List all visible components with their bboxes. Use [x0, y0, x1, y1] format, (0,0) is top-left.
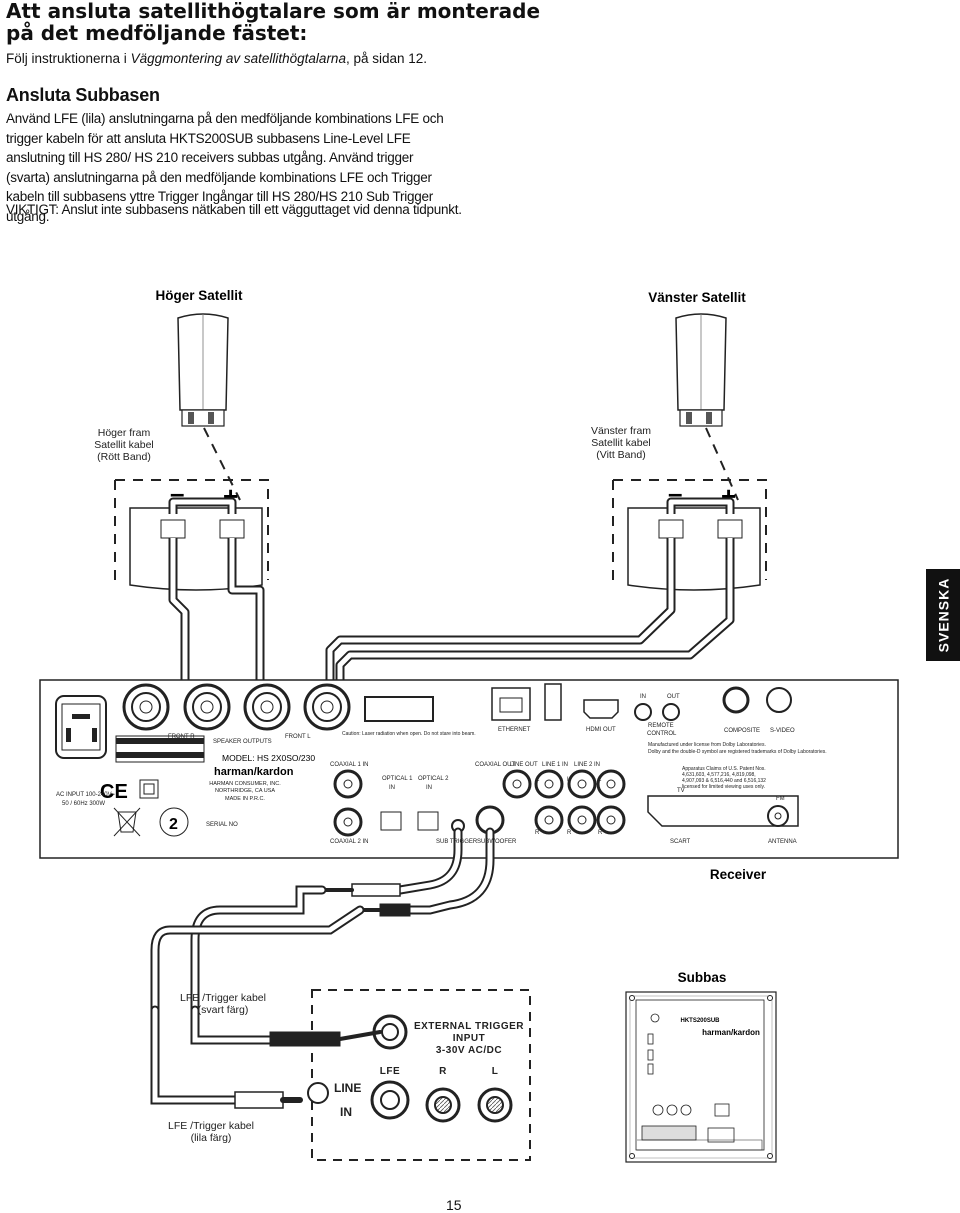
line-out-label: LINE OUT	[510, 762, 538, 768]
trigger-label-1: EXTERNAL TRIGGER	[414, 1021, 524, 1032]
intro-text: Följ instruktionerna i Väggmontering av …	[6, 51, 427, 66]
intro-link-reference: Väggmontering av satellithögtalarna	[130, 51, 346, 66]
title-line-2: på det medföljande fästet:	[6, 21, 308, 45]
line2-l-label: L	[567, 777, 571, 783]
purple-cable-line-2: (lila färg)	[191, 1132, 232, 1144]
line3-r-label: R	[598, 830, 603, 836]
purple-cable-line-1: LFE /Trigger kabel	[168, 1120, 254, 1132]
trigger-label-2: INPUT	[453, 1033, 486, 1044]
svideo-label: S-VIDEO	[770, 728, 795, 734]
optical2-in: IN	[426, 785, 432, 791]
subwoofer-out-label: SUBWOOFER	[477, 839, 517, 845]
svg-text:CE: CE	[100, 781, 128, 803]
subwoofer-label: Subbas	[678, 970, 727, 985]
line3-l-label: L	[598, 777, 602, 783]
line1-label: LINE 1 IN	[542, 762, 568, 768]
line1-l-label: L	[536, 777, 540, 783]
coaxial2-label: COAXIAL 2 IN	[330, 839, 368, 845]
serial-label: SERIAL NO	[206, 822, 238, 828]
subwoofer-back-panel	[625, 991, 777, 1163]
optical2-label: OPTICAL 2	[418, 776, 449, 782]
patent-line-4: licensed for limited viewing uses only.	[682, 784, 765, 790]
optical1-in: IN	[389, 785, 395, 791]
sub-model-label: HKTS200SUB	[680, 1018, 720, 1024]
fm-label: FM	[776, 796, 785, 802]
dolby-line-1: Manufactured under license from Dolby La…	[648, 742, 766, 748]
model-label: MODEL: HS 2X0SO/230	[222, 753, 315, 763]
sub-trigger-label: SUB TRIGGER	[436, 839, 478, 845]
patent-line-2: 4,631,603, 4,577,216, 4,819,098,	[682, 772, 756, 778]
optical1-label: OPTICAL 1	[382, 776, 413, 782]
coaxial1-label: COAXIAL 1 IN	[330, 762, 368, 768]
scart-label: SCART	[670, 839, 691, 845]
line2-r-label: R	[567, 830, 572, 836]
front-r-label: FRONT R	[168, 734, 195, 740]
coaxial-out-label: COAXIAL OUT	[475, 762, 515, 768]
left-satellite-label: Vänster Satellit	[648, 290, 746, 305]
trigger-label-3: 3-30V AC/DC	[436, 1045, 502, 1056]
line1-r-label: R	[535, 830, 540, 836]
tv-label: TV	[677, 788, 685, 794]
left-speaker-terminal	[627, 507, 761, 591]
right-cable-line-3: (Rött Band)	[97, 451, 151, 463]
front-l-label: FRONT L	[285, 734, 311, 740]
warning-text: VIKTIGT: Anslut inte subbasens nätkaben …	[6, 202, 462, 217]
recycle-number: 2	[169, 816, 178, 833]
line-in-label-1: LINE	[334, 1081, 361, 1095]
section-heading: Ansluta Subbasen	[6, 85, 160, 105]
section-paragraph: Använd LFE (lila) anslutningarna på den …	[6, 111, 444, 224]
sub-brand-logo: harman/kardon	[702, 1028, 760, 1037]
ethernet-label: ETHERNET	[498, 727, 531, 733]
hdmi-label: HDMI OUT	[586, 727, 616, 733]
right-satellite-label: Höger Satellit	[155, 288, 243, 303]
intro-suffix: , på sidan 12.	[345, 51, 428, 66]
left-satellite-speaker	[675, 313, 727, 427]
page-number: 15	[446, 1197, 462, 1213]
intro-prefix: Följ instruktionerna i	[6, 51, 131, 66]
l-label: L	[492, 1066, 499, 1077]
receiver-brand-logo: harman/kardon	[214, 766, 294, 778]
maker-line-2: NORTHRIDGE, CA USA	[215, 788, 275, 794]
receiver-label: Receiver	[710, 867, 767, 882]
receiver-back-panel: CE	[39, 679, 899, 859]
dolby-line-2: Dolby and the double-D symbol are regist…	[648, 749, 827, 755]
line-in-label-2: IN	[340, 1105, 352, 1119]
antenna-label: ANTENNA	[768, 839, 797, 845]
black-cable-line-1: LFE /Trigger kabel	[180, 992, 266, 1004]
left-cable-line-3: (Vitt Band)	[596, 449, 645, 461]
composite-label: COMPOSITE	[724, 728, 760, 734]
remote-out-label: OUT	[667, 694, 680, 700]
lfe-label: LFE	[380, 1066, 400, 1077]
maker-line-1: HARMAN CONSUMER, INC.	[209, 781, 281, 787]
right-speaker-terminal	[129, 507, 263, 591]
patent-line-3: 4,907,093 & 6,516,440 and 6,516,132	[682, 778, 766, 784]
r-label: R	[439, 1066, 447, 1077]
page-title: Att ansluta satellithögtalare som är mon…	[6, 0, 540, 44]
language-tab: SVENSKA	[926, 569, 960, 661]
ac-input-line-1: AC INPUT 100-240V~	[56, 792, 116, 798]
left-cable-line-1: Vänster fram	[591, 425, 651, 437]
right-satellite-speaker	[177, 313, 229, 427]
line2-label: LINE 2 IN	[574, 762, 600, 768]
right-cable-line-2: Satellit kabel	[94, 439, 154, 451]
right-cable-line-1: Höger fram	[98, 427, 151, 439]
maker-line-3: MADE IN P.R.C.	[225, 796, 265, 802]
speaker-outputs-label: SPEAKER OUTPUTS	[213, 739, 272, 745]
title-line-1: Att ansluta satellithögtalare som är mon…	[6, 0, 541, 23]
patent-line-1: Apparatus Claims of U.S. Patent Nos.	[682, 766, 766, 772]
laser-caution-text: Caution: Laser radiation when open. Do n…	[342, 731, 476, 737]
remote-label-1: REMOTE	[648, 723, 674, 729]
ac-input-line-2: 50 / 60Hz 300W	[62, 801, 105, 807]
remote-in-label: IN	[640, 694, 646, 700]
remote-label-2: CONTROL	[647, 731, 677, 737]
black-cable-line-2: (svart färg)	[198, 1004, 249, 1016]
left-cable-line-2: Satellit kabel	[591, 437, 651, 449]
